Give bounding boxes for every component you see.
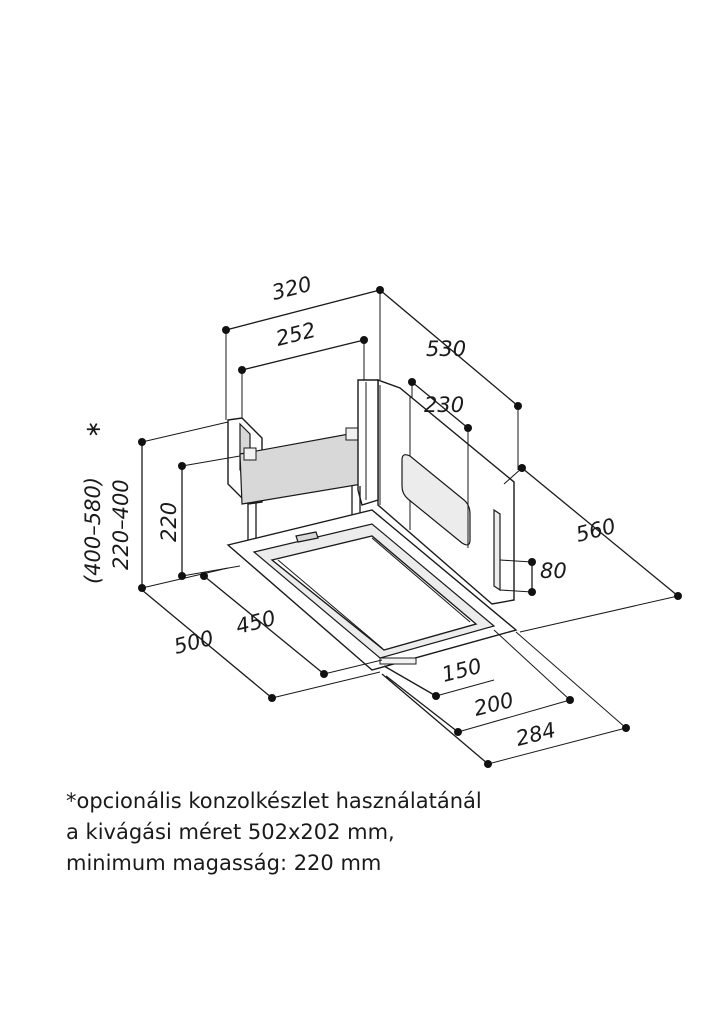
hood-body bbox=[226, 379, 518, 671]
dim-530: 530 bbox=[426, 337, 466, 361]
dim-450: 450 bbox=[233, 606, 278, 639]
dim-80: 80 bbox=[540, 559, 567, 583]
dimension-dots bbox=[138, 286, 682, 768]
back-panel-slot bbox=[493, 508, 501, 592]
dim-320: 320 bbox=[269, 272, 314, 305]
filter-panel bbox=[270, 535, 478, 651]
dim-500: 500 bbox=[171, 626, 216, 659]
right-bracket bbox=[357, 379, 379, 506]
footnote-line-3: minimum magasság: 220 mm bbox=[66, 851, 382, 875]
footnote-line-1: *opcionális konzolkészlet használatánál bbox=[66, 789, 482, 813]
dim-252: 252 bbox=[273, 318, 318, 351]
dim-150: 150 bbox=[439, 654, 484, 687]
footnote-line-2: a kivágási méret 502x202 mm, bbox=[66, 820, 395, 844]
back-panel-window bbox=[401, 454, 471, 546]
footnote: *opcionális konzolkészlet használatánál … bbox=[66, 786, 666, 879]
dim-220: 220 bbox=[157, 502, 181, 542]
dim-220-400: 220–400 bbox=[109, 479, 133, 570]
dim-230: 230 bbox=[424, 393, 464, 417]
dim-284: 284 bbox=[513, 718, 558, 751]
dim-400-580: (400–580) bbox=[81, 477, 105, 584]
dim-200: 200 bbox=[471, 688, 516, 721]
dim-asterisk: ∗ bbox=[81, 420, 105, 438]
dimension-lines bbox=[141, 289, 679, 765]
